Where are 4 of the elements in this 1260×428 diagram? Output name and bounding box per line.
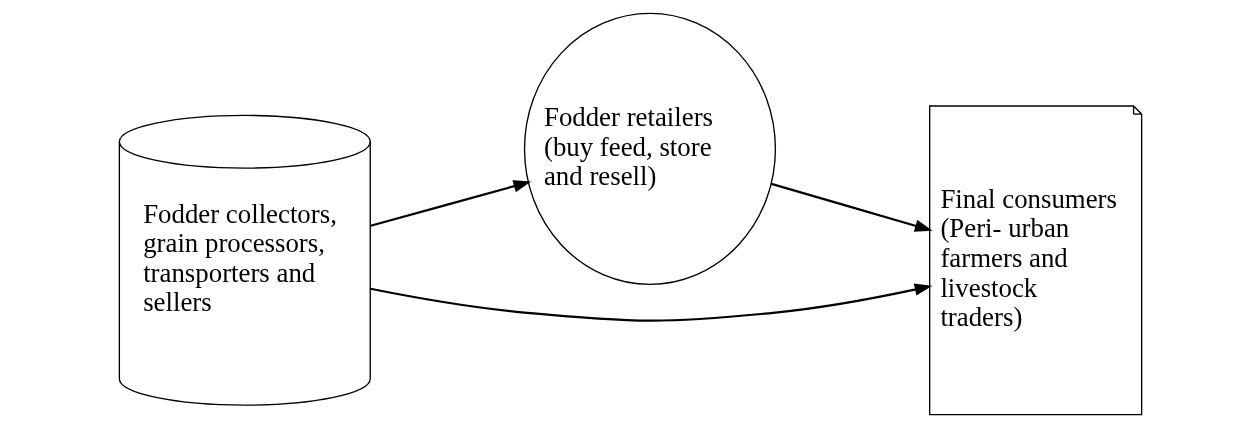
arrow — [369, 180, 531, 227]
node-circle: Fodder retailers (buy feed, store and resell) — [523, 12, 776, 286]
arrow — [770, 182, 933, 232]
arrow — [369, 283, 932, 322]
